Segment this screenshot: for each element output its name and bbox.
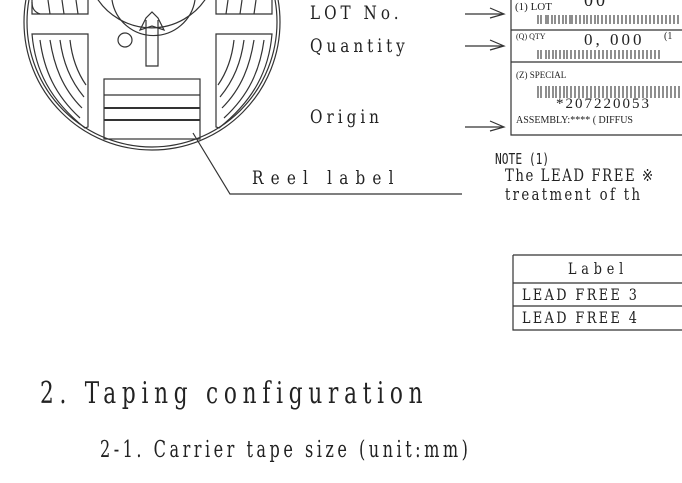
lot-value: 00 (584, 0, 608, 10)
lot-no-label: LOT No. (310, 2, 403, 24)
qty-note: (1 (664, 31, 673, 42)
reel-hole (117, 32, 133, 48)
reel-hub-star (138, 11, 166, 32)
reel-label-leader (192, 132, 462, 195)
quantity-label: Quantity (310, 35, 409, 57)
qty-value: 0, 000 (584, 30, 645, 49)
label-table-row: LEAD FREE 4 (522, 308, 640, 327)
arrows (465, 7, 506, 132)
lot-prefix: (1) LOT (515, 1, 552, 13)
assembly-text: ASSEMBLY:**** ( DIFFUS (516, 115, 633, 126)
reel-window-left (31, 33, 89, 129)
section-heading: 2. Taping configuration (40, 376, 429, 411)
qty-prefix: (Q) QTY (516, 32, 546, 41)
label-table-header: Label (568, 259, 628, 278)
reel-inner-outline (26, 0, 278, 148)
label-table-row: LEAD FREE 3 (522, 285, 640, 304)
reel-hub (97, 0, 206, 29)
note-line-2: treatment of th (505, 185, 643, 205)
note-line-1: The LEAD FREE ※ (505, 166, 655, 186)
special-prefix: (Z) SPECIAL (516, 70, 567, 80)
section-subheading: 2-1. Carrier tape size (unit:mm) (100, 437, 472, 463)
note-title: NOTE (1) (495, 150, 550, 168)
reel-outline (23, 0, 281, 151)
label-table-grid (512, 254, 682, 331)
label-sample-box (510, 0, 682, 136)
barcodes (537, 15, 680, 98)
origin-label: Origin (310, 106, 383, 128)
special-code: *207220053 (556, 96, 651, 112)
reel-window-right (215, 33, 273, 129)
reel-label-caption: Reel label (252, 167, 401, 189)
